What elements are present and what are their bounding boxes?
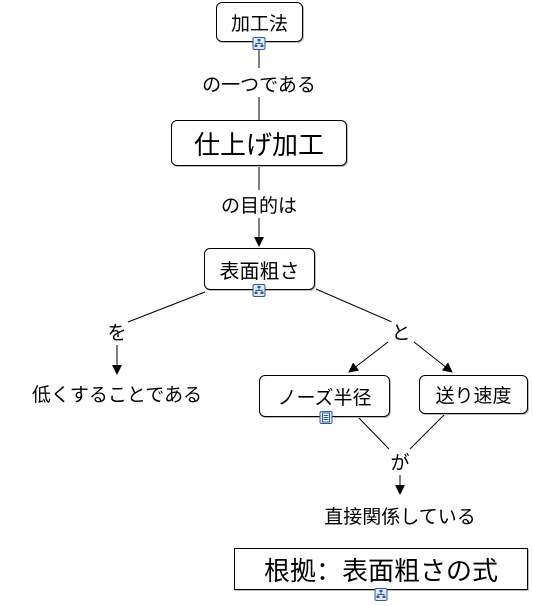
node-okuri[interactable]: 送り速度 xyxy=(419,375,528,414)
node-nose[interactable]: ノーズ半径 xyxy=(259,375,390,417)
node-okuri-label: 送り速度 xyxy=(435,385,512,407)
line-okuri-ga xyxy=(409,413,446,450)
node-konkyo-label: 根拠：表面粗さの式 xyxy=(263,556,498,587)
node-kakouhou[interactable]: 加工法 xyxy=(216,2,303,42)
link-to[interactable]: と xyxy=(391,318,411,345)
link-wo[interactable]: を xyxy=(107,318,127,345)
node-hikuku-label: 低くすることである xyxy=(31,384,203,406)
link-mokuteki[interactable]: の目的は xyxy=(220,191,298,218)
line-hyoumen-to xyxy=(315,288,393,323)
link-ga-label: が xyxy=(390,452,410,474)
link-ga[interactable]: が xyxy=(390,448,410,475)
node-hyoumen[interactable]: 表面粗さ xyxy=(204,248,315,290)
node-konkyo[interactable]: 根拠：表面粗さの式 xyxy=(234,548,528,590)
node-chokusetsu: 直接関係している xyxy=(324,502,476,529)
link-wo-label: を xyxy=(107,322,127,344)
link-to-label: と xyxy=(391,322,411,344)
document-icon[interactable] xyxy=(319,411,333,424)
node-shiage-label: 仕上げ加工 xyxy=(193,130,324,161)
concept-map-icon[interactable] xyxy=(252,284,266,297)
link-mokuteki-label: の目的は xyxy=(220,195,298,217)
link-hitotsu[interactable]: の一つである xyxy=(202,70,316,97)
concept-map-icon[interactable] xyxy=(374,588,388,601)
concept-map-icon[interactable] xyxy=(252,37,266,50)
node-kakouhou-label: 加工法 xyxy=(230,12,288,35)
node-nose-label: ノーズ半径 xyxy=(277,386,372,409)
line-hyoumen-wo xyxy=(127,291,206,323)
node-hikuku: 低くすることである xyxy=(31,380,203,407)
line-nose-ga xyxy=(357,416,390,450)
node-chokusetsu-label: 直接関係している xyxy=(324,506,476,528)
line-to-nose xyxy=(348,341,389,373)
line-to-okuri xyxy=(413,341,453,373)
node-hyoumen-label: 表面粗さ xyxy=(219,258,300,283)
link-hitotsu-label: の一つである xyxy=(202,74,316,96)
node-shiage[interactable]: 仕上げ加工 xyxy=(171,120,347,166)
